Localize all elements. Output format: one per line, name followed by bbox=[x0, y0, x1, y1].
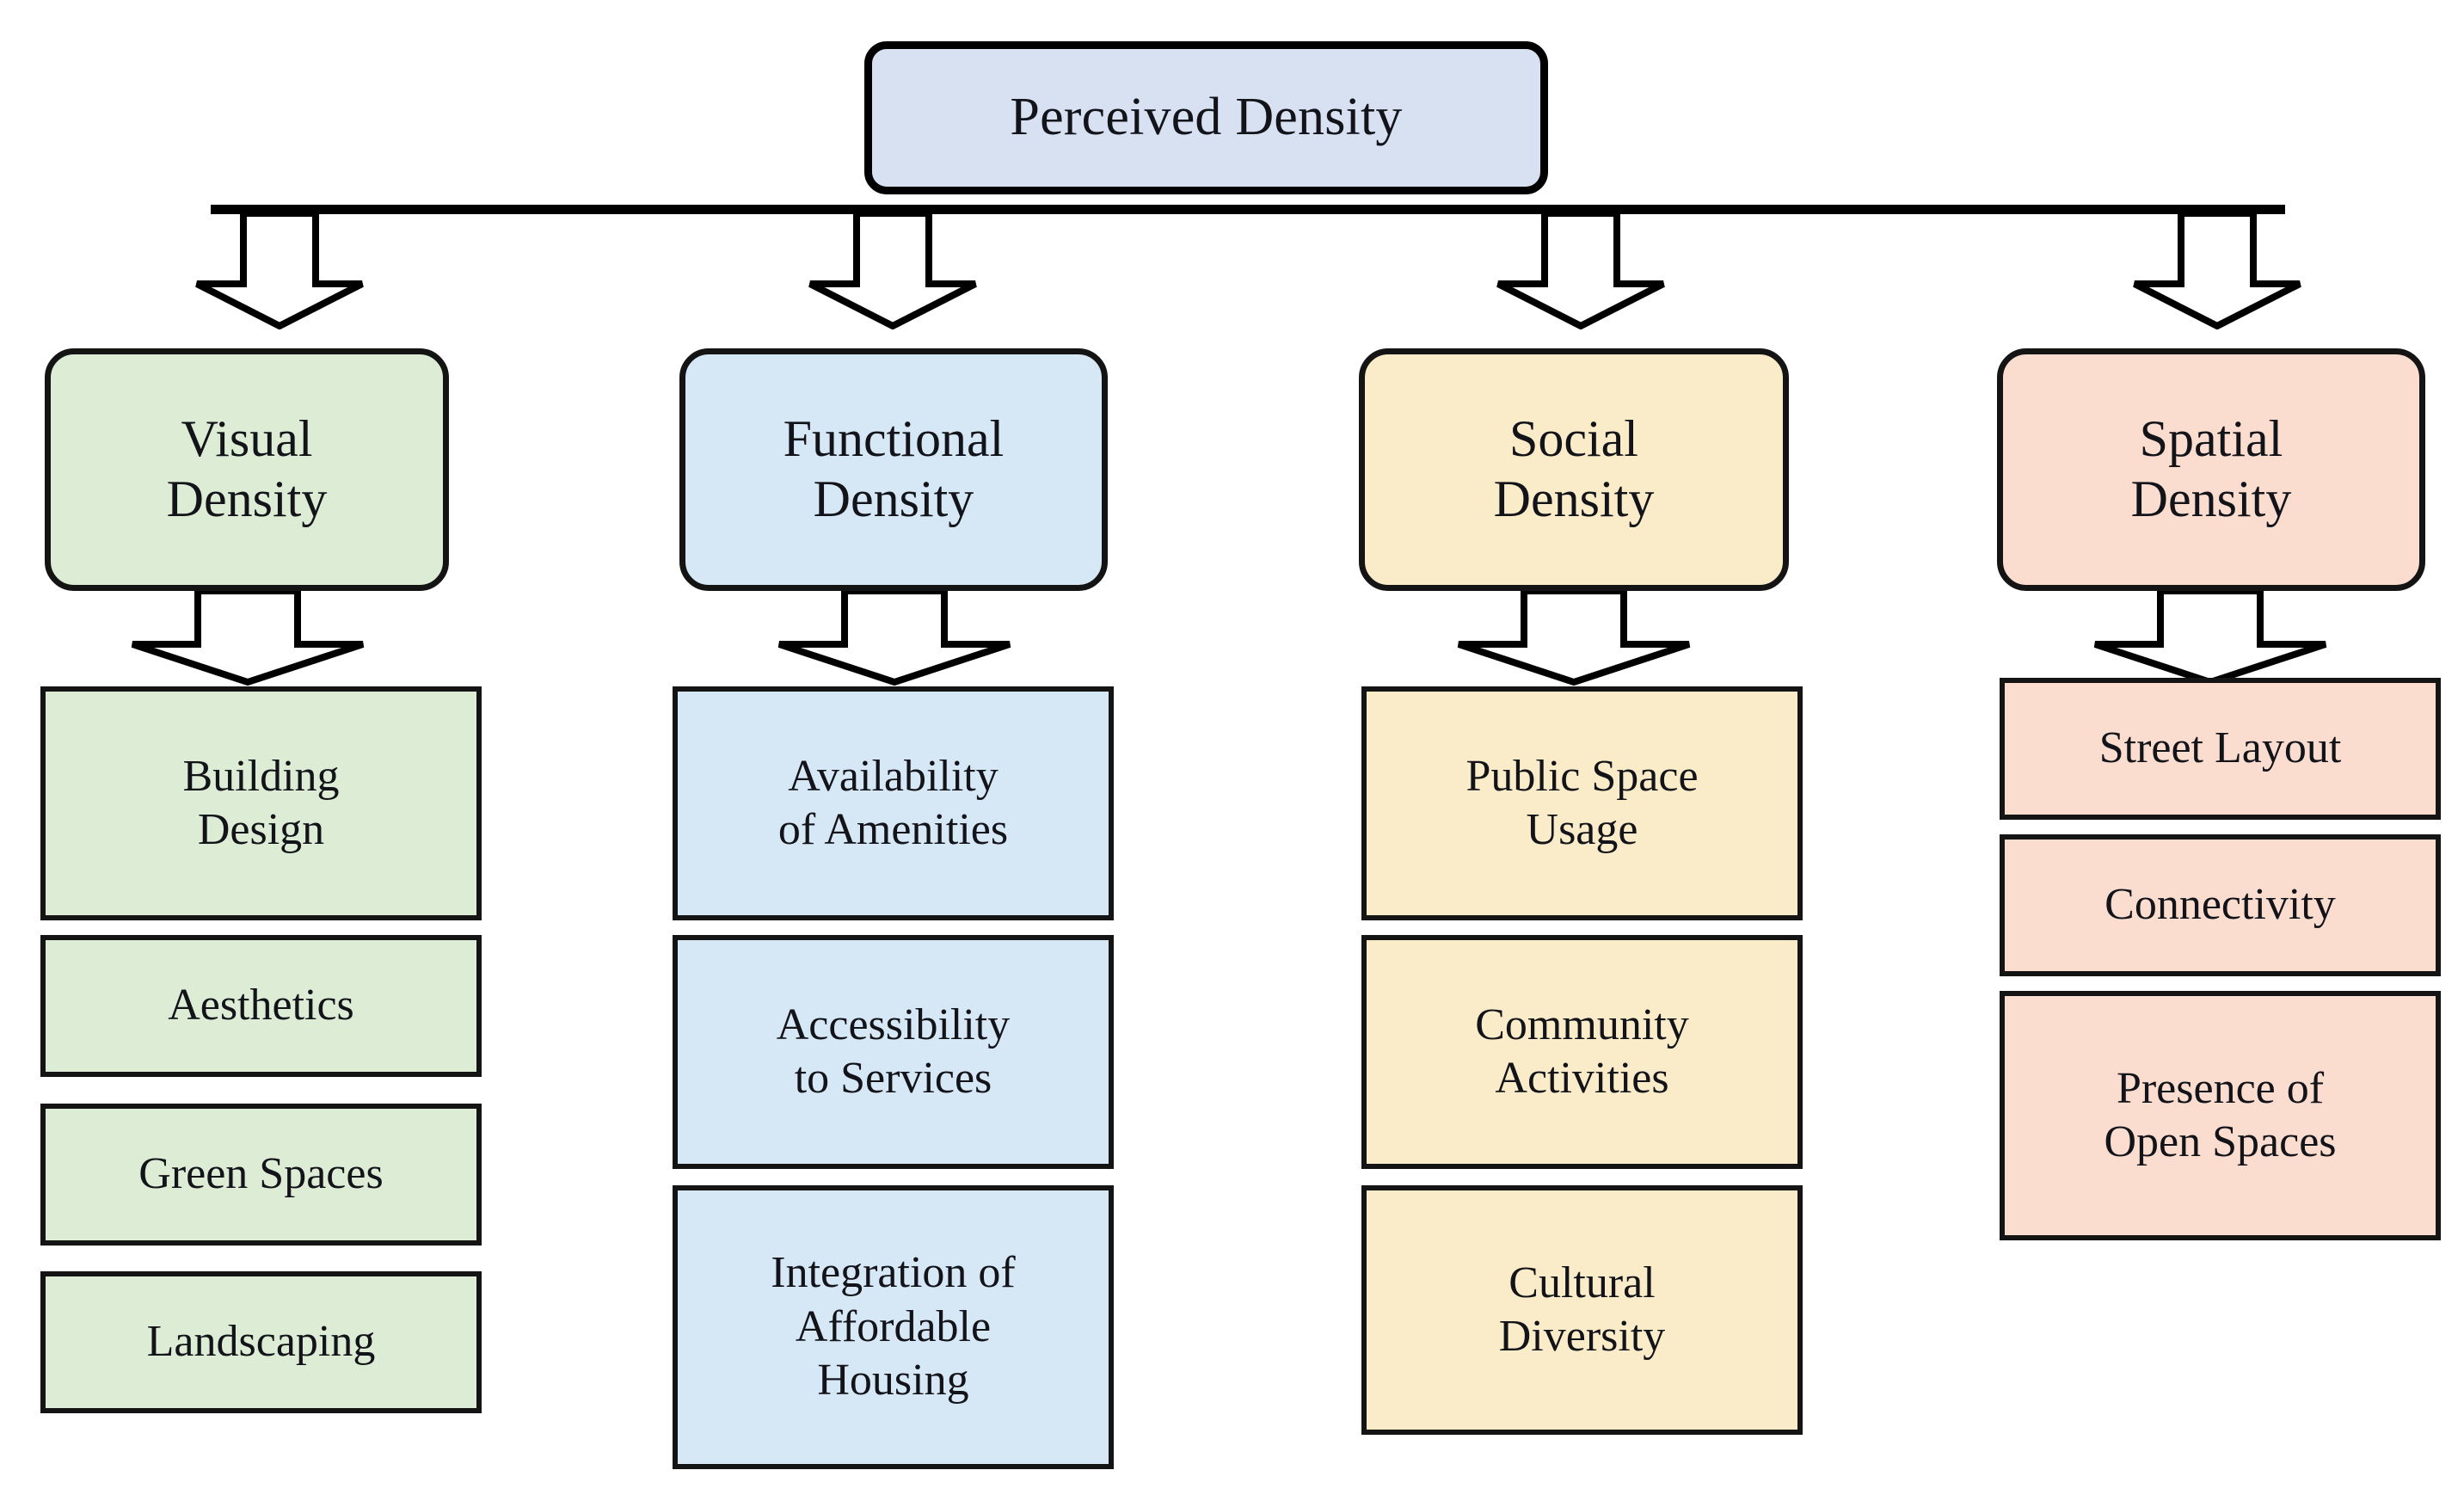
category-node-visual-density[interactable]: Visual Density bbox=[45, 348, 449, 591]
leaf-node-building-design[interactable]: Building Design bbox=[40, 686, 482, 920]
leaf-node-street-layout[interactable]: Street Layout bbox=[2000, 678, 2441, 820]
category-label-spatial: Spatial Density bbox=[2130, 410, 2292, 527]
arrow-visual-to-children bbox=[131, 591, 365, 686]
leaf-label-connectivity: Connectivity bbox=[2105, 880, 2336, 930]
category-node-spatial-density[interactable]: Spatial Density bbox=[1997, 348, 2425, 591]
leaf-node-accessibility-to-services[interactable]: Accessibility to Services bbox=[673, 935, 1114, 1169]
category-label-functional: Functional Density bbox=[783, 410, 1005, 527]
leaf-node-landscaping[interactable]: Landscaping bbox=[40, 1271, 482, 1413]
leaf-node-integration-of-affordable-housing[interactable]: Integration of Affordable Housing bbox=[673, 1185, 1114, 1469]
arrow-spatial-to-children bbox=[2093, 591, 2327, 686]
arrow-bus-to-functional bbox=[808, 213, 977, 329]
leaf-node-connectivity[interactable]: Connectivity bbox=[2000, 834, 2441, 976]
leaf-label-aesthetics: Aesthetics bbox=[168, 981, 354, 1030]
category-node-social-density[interactable]: Social Density bbox=[1359, 348, 1789, 591]
arrow-bus-to-spatial bbox=[2133, 213, 2301, 329]
leaf-label-public-space-usage: Public Space Usage bbox=[1465, 751, 1699, 854]
leaf-label-cultural-diversity: Cultural Diversity bbox=[1498, 1258, 1666, 1361]
leaf-label-accessibility-to-services: Accessibility to Services bbox=[776, 1000, 1011, 1103]
bus-line-horizontal bbox=[211, 205, 2285, 214]
leaf-node-cultural-diversity[interactable]: Cultural Diversity bbox=[1361, 1185, 1803, 1435]
arrow-social-to-children bbox=[1457, 591, 1691, 686]
leaf-label-presence-of-open-spaces: Presence of Open Spaces bbox=[2104, 1063, 2337, 1166]
leaf-label-availability-of-amenities: Availability of Amenities bbox=[777, 751, 1009, 854]
leaf-node-community-activities[interactable]: Community Activities bbox=[1361, 935, 1803, 1169]
leaf-label-building-design: Building Design bbox=[182, 751, 340, 854]
leaf-label-street-layout: Street Layout bbox=[2098, 723, 2342, 773]
leaf-label-community-activities: Community Activities bbox=[1475, 1000, 1689, 1103]
leaf-label-green-spaces: Green Spaces bbox=[138, 1149, 384, 1199]
leaf-node-presence-of-open-spaces[interactable]: Presence of Open Spaces bbox=[2000, 991, 2441, 1240]
category-node-functional-density[interactable]: Functional Density bbox=[679, 348, 1108, 591]
root-node-perceived-density[interactable]: Perceived Density bbox=[864, 41, 1548, 194]
leaf-node-aesthetics[interactable]: Aesthetics bbox=[40, 935, 482, 1077]
arrow-functional-to-children bbox=[777, 591, 1011, 686]
leaf-node-public-space-usage[interactable]: Public Space Usage bbox=[1361, 686, 1803, 920]
leaf-node-green-spaces[interactable]: Green Spaces bbox=[40, 1104, 482, 1246]
arrow-bus-to-visual bbox=[195, 213, 364, 329]
leaf-label-landscaping: Landscaping bbox=[146, 1317, 376, 1367]
arrow-bus-to-social bbox=[1496, 213, 1665, 329]
category-label-social: Social Density bbox=[1493, 410, 1655, 527]
leaf-label-integration-of-affordable-housing: Integration of Affordable Housing bbox=[771, 1248, 1016, 1406]
root-node-label: Perceived Density bbox=[1010, 88, 1403, 147]
leaf-node-availability-of-amenities[interactable]: Availability of Amenities bbox=[673, 686, 1114, 920]
category-label-visual: Visual Density bbox=[166, 410, 328, 527]
